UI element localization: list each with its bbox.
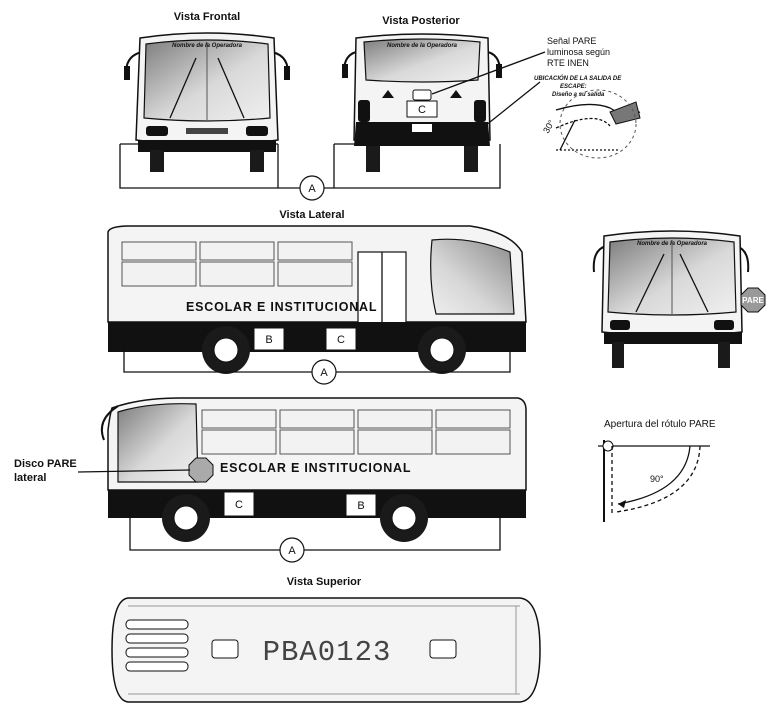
- dimension-a-top: A: [119, 143, 501, 201]
- exhaust-pipe-icon: 30°: [541, 89, 641, 159]
- pare-signal-leader: [431, 51, 546, 95]
- rear-mark-c-box: [406, 100, 438, 118]
- exhaust-label-3: Diseño a su salida: [552, 92, 605, 98]
- side-left-mark-b: B: [357, 500, 364, 512]
- rear-window: [363, 38, 481, 83]
- exhaust-label-1: UBICACIÓN DE LA SALIDA DE: [534, 75, 622, 82]
- top-hatch-2: [429, 639, 457, 659]
- front-view-title: Vista Frontal: [174, 11, 240, 23]
- roof-plate-number: PBA0123: [263, 636, 392, 669]
- rear-view: Vista Posterior Nombre de la Operadora C: [342, 15, 502, 172]
- exhaust-label-2: ESCAPE:: [560, 84, 587, 90]
- rear-mark-c: C: [418, 104, 426, 116]
- mark-a-side-left: A: [288, 545, 296, 557]
- mark-a-side-right: A: [320, 367, 328, 379]
- top-body: [111, 597, 541, 703]
- front-view-pare-sign: Nombre de la Operadora PARE: [592, 230, 766, 368]
- rear-route-sign: Nombre de la Operadora: [387, 43, 458, 49]
- pare-signal-label-1: Señal PARE: [547, 36, 596, 46]
- side-left-windshield: [117, 403, 199, 483]
- angle-90-label: 90°: [650, 474, 664, 484]
- side-view-title: Vista Lateral: [279, 209, 344, 221]
- rear-annotations: Señal PARE luminosa según RTE INEN UBICA…: [431, 36, 641, 159]
- pare-opening-diagram: Apertura del rótulo PARE 90°: [598, 419, 716, 522]
- exhaust-leader: [479, 81, 541, 131]
- pare-sign-text: PARE: [742, 296, 764, 305]
- disco-pare-leader: [77, 469, 191, 473]
- side-text-left: ESCOLAR E INSTITUCIONAL: [220, 461, 411, 475]
- disco-pare-label-1: Disco PARE: [14, 458, 77, 470]
- side-text-right: ESCOLAR E INSTITUCIONAL: [186, 300, 377, 314]
- top-view: Vista Superior PBA0123: [111, 576, 541, 703]
- side-view-left: ESCOLAR E INSTITUCIONAL C B A Disco PARE…: [14, 397, 527, 563]
- rear-view-title: Vista Posterior: [382, 15, 460, 27]
- pare-signal-label-3: RTE INEN: [547, 58, 589, 68]
- front-route-sign: Nombre de la Operadora: [172, 43, 243, 49]
- side-left-mark-c: C: [235, 499, 243, 511]
- front-left-headlight: [146, 126, 168, 136]
- side-right-mark-c: C: [337, 334, 345, 346]
- apertura-title: Apertura del rótulo PARE: [604, 419, 716, 430]
- rear-pare-light: [412, 89, 432, 101]
- mark-a-top: A: [308, 183, 316, 195]
- exhaust-angle-label: 30°: [541, 118, 557, 135]
- disco-pare-label-2: lateral: [14, 472, 46, 484]
- rear-bumper: [354, 122, 490, 146]
- pare-disc-lateral-icon: [188, 457, 214, 483]
- top-hatch-1: [211, 639, 239, 659]
- front-bumper: [138, 140, 276, 152]
- side-right-mark-b: B: [265, 334, 272, 346]
- pare-sign-icon: [740, 287, 766, 313]
- side-front-windshield: [430, 238, 515, 315]
- front-view: Vista Frontal Nombre de la Operadora: [124, 11, 290, 172]
- top-view-title: Vista Superior: [287, 576, 362, 588]
- front-right-headlight: [246, 126, 268, 136]
- side-view-right: Vista Lateral ESCOLAR E INSTITUCIONAL B …: [107, 209, 527, 385]
- pare-signal-label-2: luminosa según: [547, 47, 610, 57]
